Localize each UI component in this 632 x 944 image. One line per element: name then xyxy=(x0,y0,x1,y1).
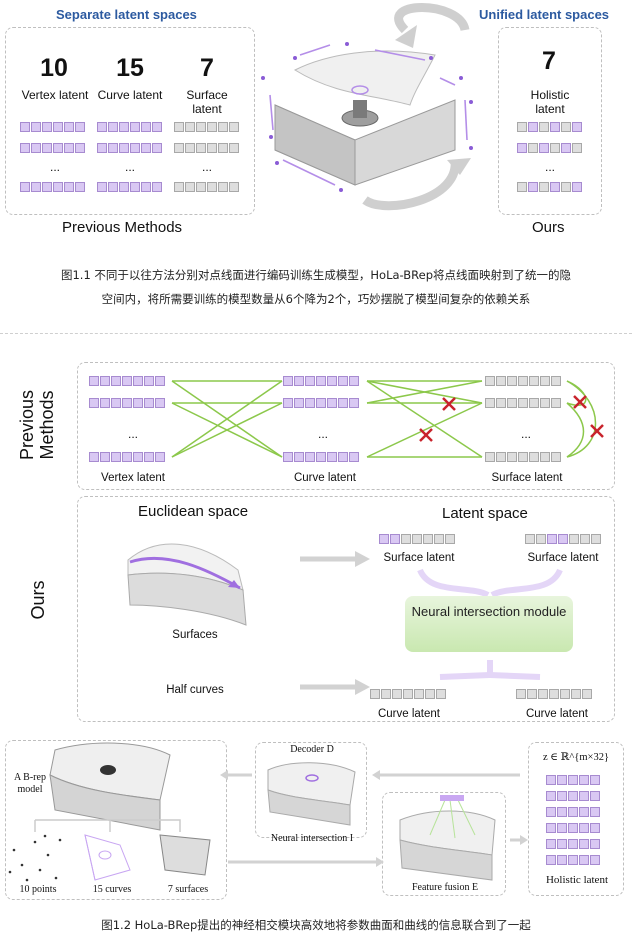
section-divider xyxy=(0,333,632,334)
curve-latent-row xyxy=(97,122,163,132)
feature-fusion-label: Feature fusion E xyxy=(411,882,479,893)
curve-latent-row xyxy=(97,143,163,153)
vertex-ellipsis: ... xyxy=(128,427,139,441)
ours-panel xyxy=(77,496,615,722)
vertex-latent-row xyxy=(20,182,86,192)
vertex-latent-label: Vertex latent xyxy=(101,472,165,484)
surface-latent-row xyxy=(485,452,562,462)
surface-count: 7 xyxy=(200,54,214,82)
unified-latent-header: Unified latent spaces xyxy=(479,7,610,22)
surface-latent-label: Surface latent xyxy=(186,88,228,116)
curve-latent-row-a xyxy=(370,689,447,699)
vertex-latent-row xyxy=(20,143,86,153)
vertex-latent-label: Vertex latent xyxy=(21,88,89,102)
holistic-latent-row xyxy=(517,122,583,132)
curves-label: 15 curves xyxy=(92,884,132,895)
surface-latent-row xyxy=(174,122,240,132)
curve-latent-row xyxy=(283,376,360,386)
points-label: 10 points xyxy=(19,884,57,895)
decoder-panel xyxy=(255,742,367,838)
vertex-latent-row xyxy=(89,398,166,408)
brep-model-label: A B-rep model xyxy=(14,772,46,795)
curve-latent-label: Curve latent xyxy=(293,472,356,484)
dependency-graph xyxy=(171,380,604,458)
curve-ellipsis: ... xyxy=(125,160,136,174)
figure-1-1-caption-line1: 图1.1 不同于以往方法分别对点线面进行编码训练生成模型，HoLa-BRep将点… xyxy=(60,268,572,282)
pipeline-graphics xyxy=(8,742,528,882)
euclidean-space-label: Euclidean space xyxy=(138,503,249,520)
holistic-latent-row xyxy=(517,143,583,153)
holistic-ellipsis: ... xyxy=(545,160,556,174)
input-panel xyxy=(5,740,227,900)
surfaces-label: Surfaces xyxy=(172,629,218,641)
surface-latent-row xyxy=(174,182,240,192)
curve-latent-row xyxy=(97,182,163,192)
curve-latent-row xyxy=(283,398,360,408)
curve-latent-label: Curve latent xyxy=(97,88,163,102)
figure-1-2-caption: 图1.2 HoLa-BRep提出的神经相交模块高效地将参数曲面和曲线的信息联合到… xyxy=(101,918,531,932)
z-formula: z ∈ ℝ^{m×32} xyxy=(542,752,609,763)
surface-latent-row xyxy=(485,376,562,386)
curve-latent-label-b: Curve latent xyxy=(525,708,588,720)
holistic-latent-row xyxy=(517,182,583,192)
separate-latent-header: Separate latent spaces xyxy=(56,7,197,22)
surface-latent-row xyxy=(485,398,562,408)
holistic-count: 7 xyxy=(542,47,556,75)
previous-methods-side-label: Previous Methods xyxy=(17,389,57,461)
surface-ellipsis: ... xyxy=(521,427,532,441)
neural-intersection-module: Neural intersection module xyxy=(405,596,573,652)
surface-latent-row-a xyxy=(379,534,456,544)
ours-side-label: Ours xyxy=(28,580,48,620)
surface-ellipsis: ... xyxy=(202,160,213,174)
curve-latent-row-b xyxy=(516,689,593,699)
vertex-latent-row xyxy=(89,376,166,386)
vertex-count: 10 xyxy=(40,54,68,82)
vertex-ellipsis: ... xyxy=(50,160,61,174)
unified-latent-panel xyxy=(498,27,602,215)
decoder-label: Decoder D xyxy=(290,744,334,755)
half-curves-label: Half curves xyxy=(166,684,224,696)
surface-latent-row-b xyxy=(525,534,602,544)
surface-latent-label: Surface latent xyxy=(491,472,563,484)
merge-arrows xyxy=(417,568,563,680)
surface-latent-row xyxy=(174,143,240,153)
neural-intersection-label: Neural intersection I xyxy=(270,833,354,844)
holistic-latent-row xyxy=(546,855,601,865)
holistic-latent-panel xyxy=(528,742,624,896)
previous-methods-caption: Previous Methods xyxy=(62,219,183,236)
brep-model-illustration xyxy=(261,3,473,211)
holistic-latent-row xyxy=(546,823,601,833)
curve-count: 15 xyxy=(116,54,144,82)
surfaces-count-label: 7 surfaces xyxy=(167,884,209,895)
latent-space-label: Latent space xyxy=(442,505,528,522)
holistic-latent-label: Holistic latent xyxy=(545,874,608,886)
vertex-latent-row xyxy=(20,122,86,132)
holistic-latent-label: Holistic latent xyxy=(530,88,570,116)
figure-1-1-caption-line2: 空间内，将所需要训练的模型数量从6个降为2个，巧妙摆脱了模型间复杂的依赖关系 xyxy=(101,292,531,306)
surface-latent-label-a: Surface latent xyxy=(383,552,455,564)
curve-ellipsis: ... xyxy=(318,427,329,441)
holistic-latent-row xyxy=(546,839,601,849)
curve-latent-label-a: Curve latent xyxy=(377,708,440,720)
holistic-latent-row xyxy=(546,791,601,801)
curve-latent-row xyxy=(283,452,360,462)
surface-sheet-illustration xyxy=(127,543,247,626)
vertex-latent-row xyxy=(89,452,166,462)
feature-fusion-panel xyxy=(382,792,506,896)
previous-methods-panel xyxy=(77,362,615,490)
separate-latent-panel xyxy=(5,27,255,215)
surface-latent-label-b: Surface latent xyxy=(527,552,599,564)
holistic-latent-row xyxy=(546,775,601,785)
ours-caption: Ours xyxy=(532,219,565,236)
holistic-latent-row xyxy=(546,807,601,817)
mapping-arrows xyxy=(300,551,370,695)
